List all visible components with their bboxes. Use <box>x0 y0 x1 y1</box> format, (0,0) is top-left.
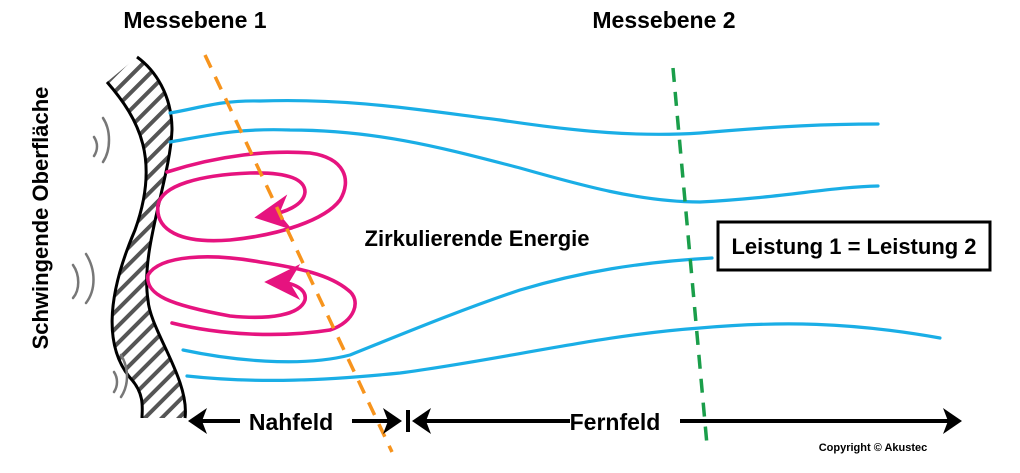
wall-right-edge <box>136 55 187 419</box>
wall-left-edge <box>105 81 148 419</box>
copyright-text: Copyright © Akustec <box>819 442 928 454</box>
power-equation-text: Leistung 1 = Leistung 2 <box>731 234 976 259</box>
surface-label: Schwingende Oberfläche <box>28 87 53 350</box>
vibrating-surface <box>105 55 187 419</box>
farfield-range <box>412 408 962 434</box>
circulating-energy-label: Zirkulierende Energie <box>365 226 590 251</box>
measurement-plane-2-line <box>671 67 709 446</box>
energy-flow-lines <box>168 98 942 383</box>
plane-1-label: Messebene 1 <box>123 7 266 33</box>
plane-2-label: Messebene 2 <box>592 7 735 33</box>
hatched-wall <box>107 57 186 418</box>
farfield-label: Fernfeld <box>570 409 661 435</box>
sound-wave-icons <box>71 116 129 399</box>
power-equation-box: Leistung 1 = Leistung 2 <box>716 220 992 272</box>
measurement-plane-1-line <box>203 54 394 453</box>
circulating-energy-loops <box>146 150 357 337</box>
nearfield-range <box>188 408 410 434</box>
nearfield-label: Nahfeld <box>249 409 333 435</box>
